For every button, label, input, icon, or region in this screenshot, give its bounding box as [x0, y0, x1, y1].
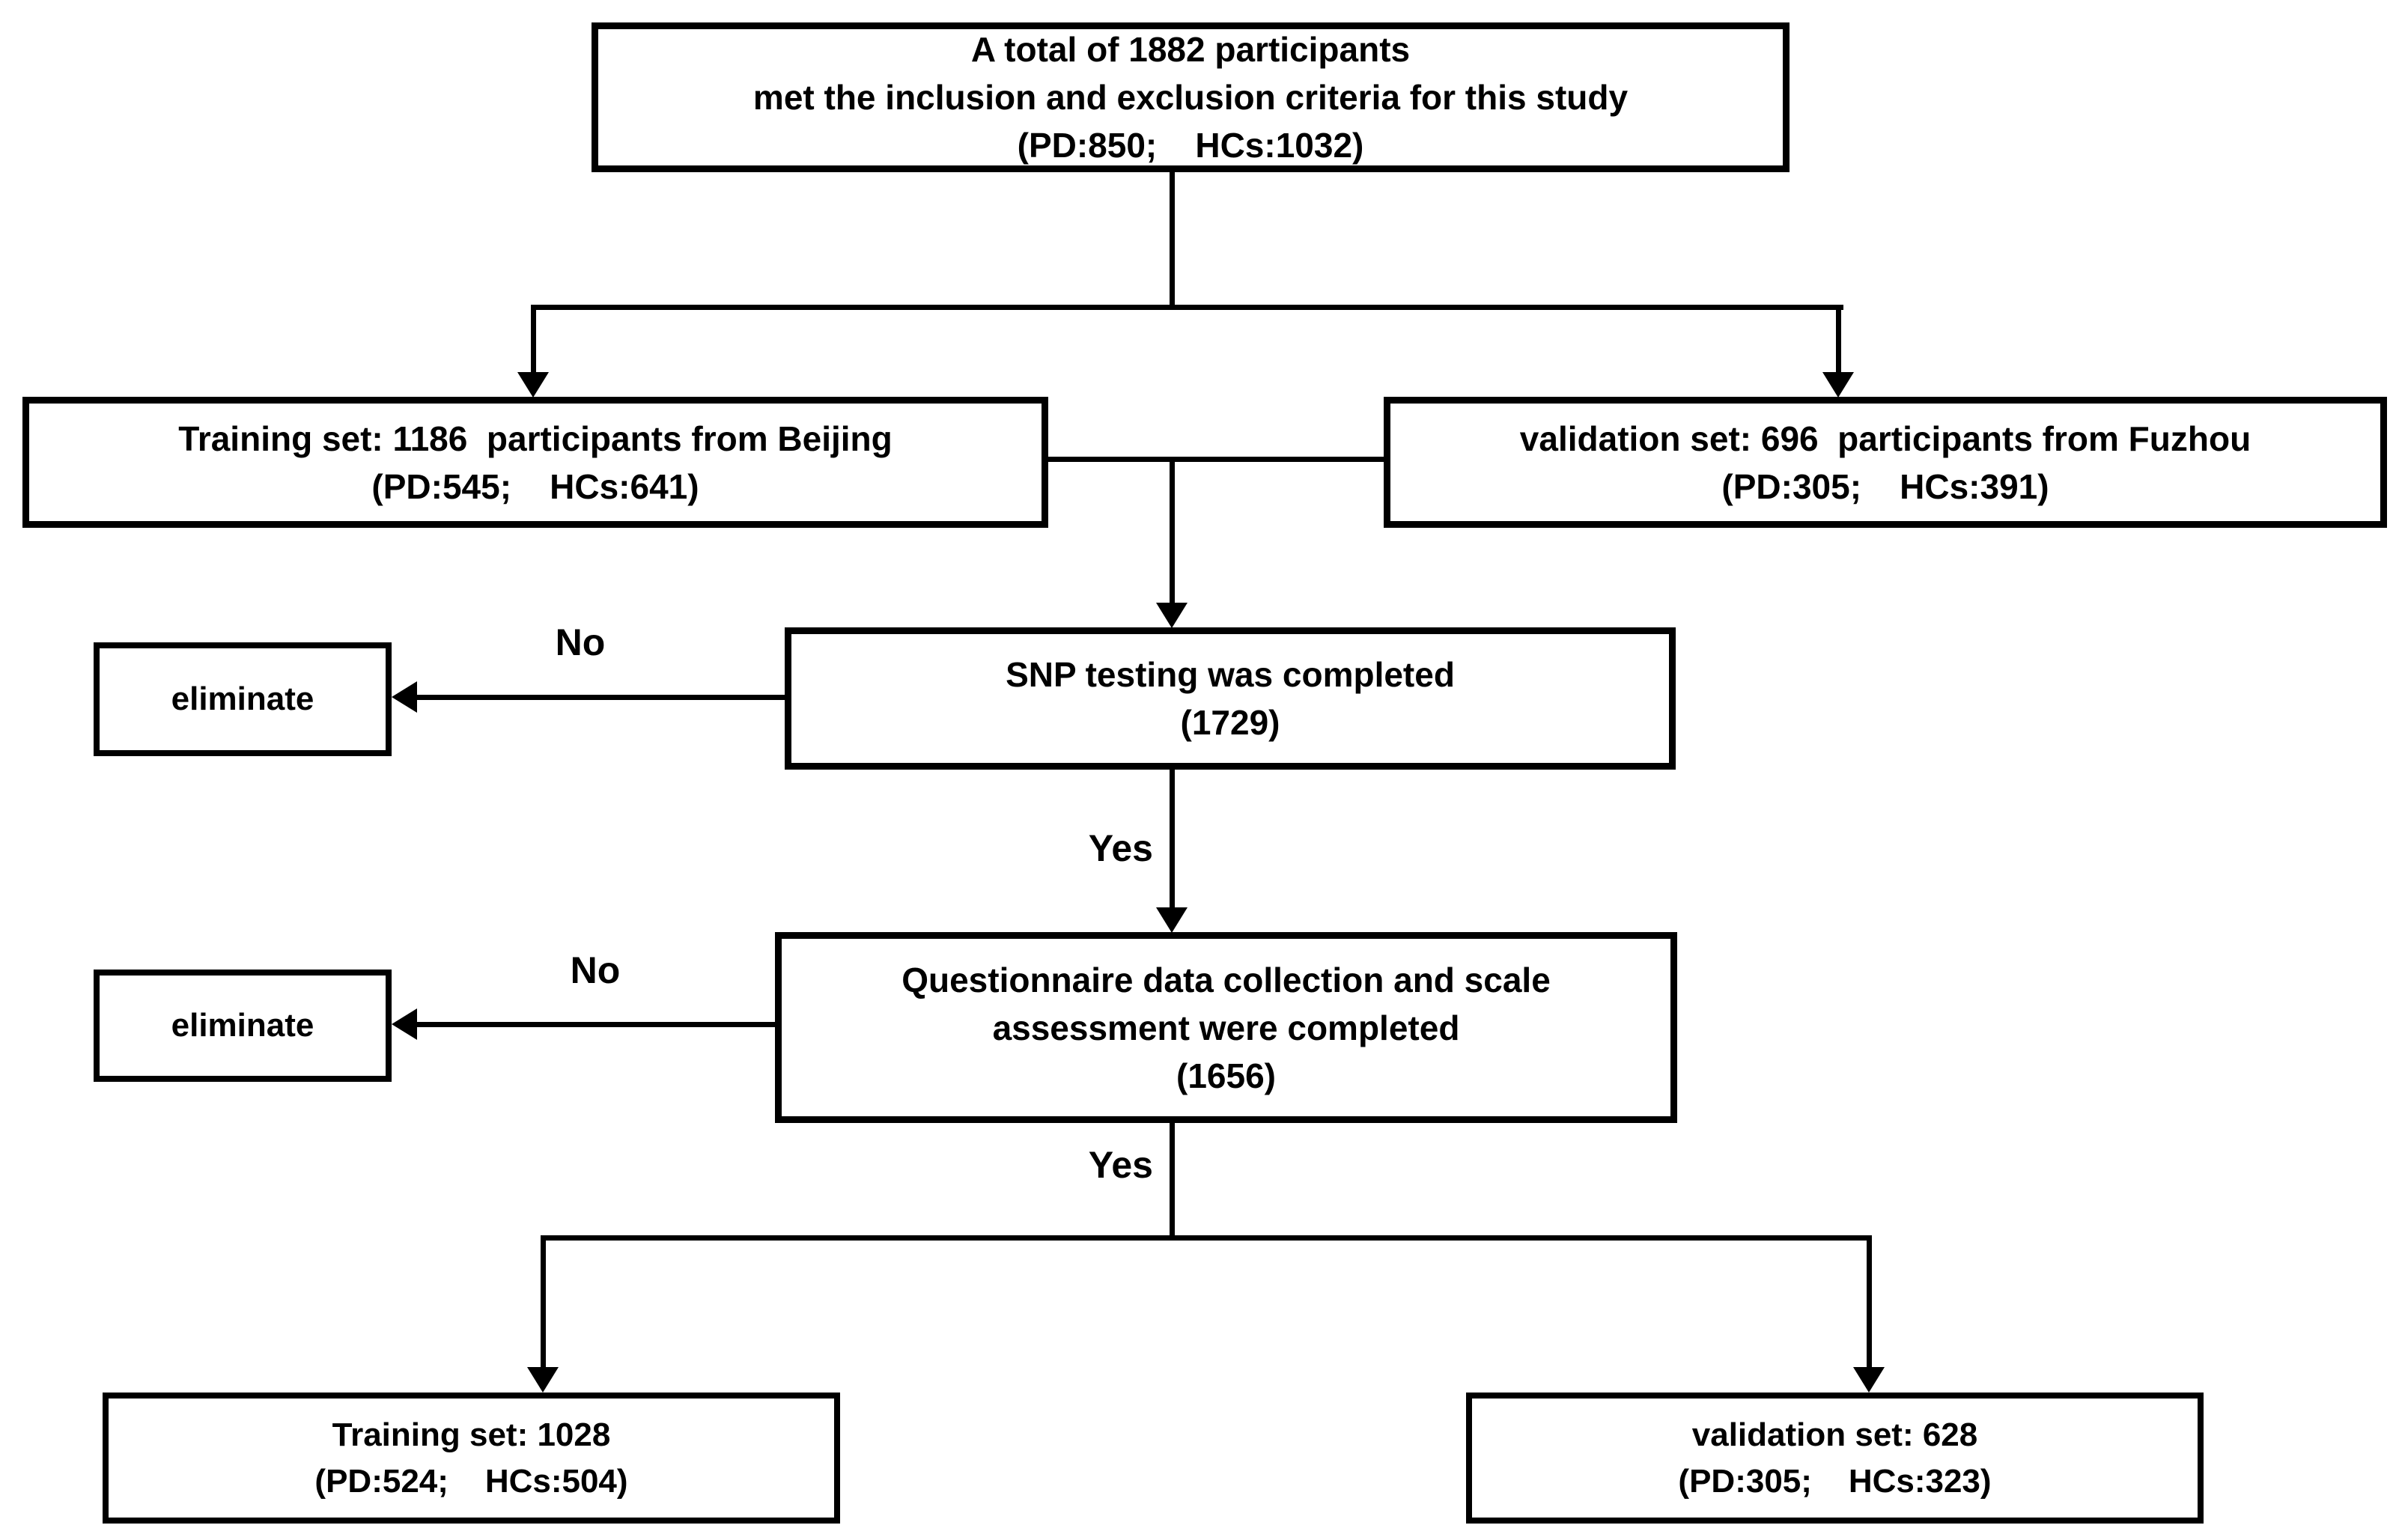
node-snp-testing: SNP testing was completed (1729): [785, 627, 1676, 770]
node-snp-line2: (1729): [1180, 703, 1280, 742]
arrowhead-training-initial-icon: [517, 372, 549, 398]
node-questionnaire-line3: (1656): [1176, 1056, 1276, 1095]
node-validation-set-final: validation set: 628 (PD:305; HCs:323): [1466, 1393, 2204, 1524]
node-total-line2: met the inclusion and exclusion criteria…: [752, 78, 1629, 117]
node-training-final-line1: Training set: 1028: [332, 1416, 611, 1453]
arrowhead-validation-final-icon: [1853, 1367, 1885, 1393]
node-total-participants: A total of 1882 participants met the inc…: [592, 22, 1790, 172]
node-training-final-line2: (PD:524; HCs:504): [314, 1462, 628, 1500]
connector-drop-validation-initial: [1836, 305, 1841, 374]
node-training-initial-line2: (PD:545; HCs:641): [371, 466, 699, 506]
connector-snp-no: [412, 695, 785, 700]
node-training-set-initial: Training set: 1186 participants from Bei…: [22, 397, 1048, 528]
edge-label-no-snp: No: [555, 621, 606, 663]
node-validation-initial-line2: (PD:305; HCs:391): [1721, 466, 2049, 506]
node-total-line3: (PD:850; HCs:1032): [1017, 126, 1364, 165]
node-training-initial-line1: Training set: 1186 participants from Bei…: [178, 419, 893, 458]
node-eliminate-questionnaire-label: eliminate: [171, 1007, 314, 1044]
connector-sets-to-snp: [1170, 457, 1175, 605]
node-validation-final-line2: (PD:305; HCs:323): [1678, 1462, 1992, 1500]
connector-questionnaire-yes: [1170, 1123, 1175, 1241]
connector-drop-validation-final: [1867, 1235, 1872, 1369]
arrowhead-training-final-icon: [527, 1367, 559, 1393]
connector-drop-training-initial: [531, 305, 536, 374]
node-questionnaire-line1: Questionnaire data collection and scale: [901, 960, 1551, 999]
arrowhead-snp-icon: [1156, 603, 1188, 628]
node-training-set-final: Training set: 1028 (PD:524; HCs:504): [103, 1393, 840, 1524]
edge-label-no-questionnaire: No: [570, 949, 621, 991]
arrowhead-validation-initial-icon: [1822, 372, 1854, 398]
node-eliminate-questionnaire: eliminate: [94, 970, 392, 1082]
node-snp-line1: SNP testing was completed: [1006, 655, 1455, 694]
node-validation-set-initial: validation set: 696 participants from Fu…: [1384, 397, 2387, 528]
node-eliminate-snp-label: eliminate: [171, 681, 314, 717]
connector-between-sets: [1048, 457, 1384, 462]
node-total-line1: A total of 1882 participants: [970, 30, 1411, 69]
node-validation-initial-line1: validation set: 696 participants from Fu…: [1519, 419, 2251, 458]
connector-snp-yes: [1170, 770, 1175, 912]
arrowhead-eliminate-questionnaire-icon: [392, 1008, 417, 1040]
connector-split-horizontal-top: [533, 305, 1843, 310]
arrowhead-eliminate-snp-icon: [392, 681, 417, 713]
connector-split-horizontal-bottom: [541, 1235, 1872, 1241]
connector-drop-training-final: [541, 1235, 546, 1369]
node-eliminate-snp: eliminate: [94, 642, 392, 756]
edge-label-yes-snp: Yes: [1088, 827, 1153, 869]
node-questionnaire: Questionnaire data collection and scale …: [775, 932, 1677, 1123]
connector-total-to-split: [1170, 171, 1175, 308]
connector-questionnaire-no: [412, 1022, 779, 1027]
node-validation-final-line1: validation set: 628: [1691, 1416, 1978, 1453]
arrowhead-questionnaire-icon: [1156, 907, 1188, 933]
node-questionnaire-line2: assessment were completed: [992, 1008, 1460, 1047]
edge-label-yes-questionnaire: Yes: [1088, 1144, 1153, 1186]
